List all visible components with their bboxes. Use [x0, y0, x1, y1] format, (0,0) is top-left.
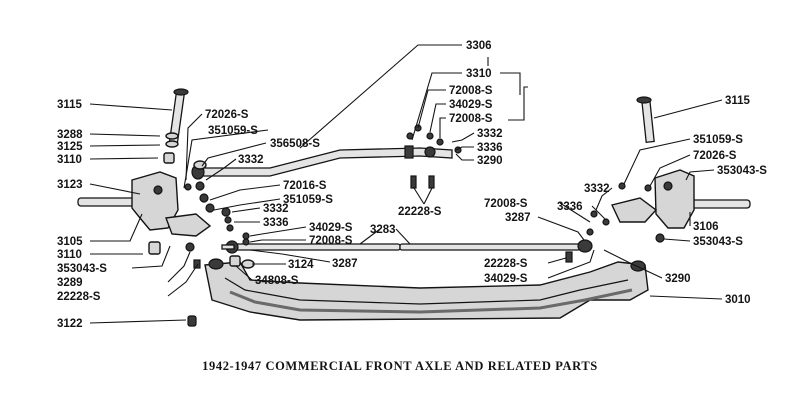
label-3115-left: 3115 — [57, 99, 83, 111]
part-labels: 3306 3310 72008-S 34029-S 72008-S 3332 3… — [57, 40, 767, 330]
label-3289: 3289 — [57, 277, 83, 289]
label-3290-right: 3290 — [665, 273, 691, 285]
label-3010: 3010 — [725, 294, 751, 306]
label-3287-left: 3287 — [332, 258, 358, 270]
label-356508-s: 356508-S — [270, 138, 320, 150]
label-3115-right: 3115 — [725, 95, 751, 107]
label-3110-upper: 3110 — [57, 154, 82, 166]
label-3336-left: 3336 — [263, 217, 289, 229]
label-3106: 3106 — [693, 221, 719, 233]
label-72026-s-left: 72026-S — [205, 109, 249, 121]
label-351059-s-left-1: 351059-S — [208, 125, 258, 137]
label-72008-s-top-2: 72008-S — [449, 113, 493, 125]
label-353043-s-right-1: 353043-S — [717, 165, 767, 177]
label-22228-s-left: 22228-S — [57, 291, 101, 303]
front-axle-beam — [204, 258, 649, 321]
label-3290-top: 3290 — [477, 155, 503, 167]
label-351059-s-left-2: 351059-S — [283, 194, 333, 206]
label-3332-left-2: 3332 — [263, 203, 289, 215]
label-3125: 3125 — [57, 141, 83, 153]
label-3122: 3122 — [57, 318, 83, 330]
label-3123: 3123 — [57, 179, 83, 191]
label-353043-s-left: 353043-S — [57, 263, 107, 275]
tie-rod — [221, 239, 593, 254]
label-3332-right: 3332 — [584, 183, 610, 195]
label-22228-s-right: 22228-S — [484, 258, 528, 270]
label-3310: 3310 — [466, 68, 492, 80]
diagram-caption: 1942-1947 COMMERCIAL FRONT AXLE AND RELA… — [202, 359, 598, 373]
label-72016-s: 72016-S — [283, 180, 327, 192]
label-351059-s-right: 351059-S — [693, 134, 743, 146]
label-3124: 3124 — [288, 259, 314, 271]
label-3288: 3288 — [57, 129, 83, 141]
king-pins — [168, 88, 655, 144]
label-3336-right: 3336 — [557, 201, 583, 213]
label-3332-top: 3332 — [477, 128, 503, 140]
label-34029-s-right: 34029-S — [484, 273, 528, 285]
label-3287-right: 3287 — [505, 212, 531, 224]
label-22228-s-top: 22228-S — [398, 206, 442, 218]
label-3336-top: 3336 — [477, 142, 503, 154]
label-3332-left-1: 3332 — [238, 154, 264, 166]
right-steering-knuckle — [611, 169, 751, 229]
label-353043-s-right-2: 353043-S — [693, 236, 743, 248]
label-3110-lower: 3110 — [57, 249, 82, 261]
label-34029-s-mid: 34029-S — [309, 222, 353, 234]
leader-lines — [89, 44, 723, 324]
small-hardware — [148, 124, 665, 327]
label-72026-s-right: 72026-S — [693, 150, 737, 162]
label-3283: 3283 — [370, 224, 396, 236]
label-72008-s-right: 72008-S — [484, 198, 528, 210]
label-72008-s-mid: 72008-S — [309, 235, 353, 247]
label-3105: 3105 — [57, 236, 83, 248]
label-34029-s-top: 34029-S — [449, 99, 493, 111]
label-72008-s-top-1: 72008-S — [449, 85, 493, 97]
label-34808-s: 34808-S — [255, 275, 299, 287]
label-3306: 3306 — [466, 40, 492, 52]
left-steering-knuckle — [77, 171, 212, 237]
